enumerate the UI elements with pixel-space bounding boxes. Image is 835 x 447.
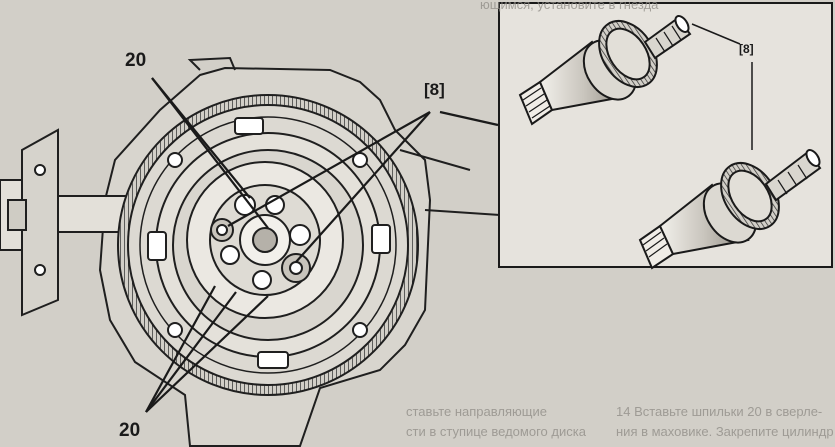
input-shaft <box>0 128 131 317</box>
background-text-bottom-right-2: ния в маховике. Закрепите цилиндр <box>616 424 834 439</box>
background-text-bottom-left: ставьте направляющие <box>406 404 547 419</box>
bolt-callout-top: 20 <box>125 50 147 71</box>
bolt-callout-bottom: 20 <box>119 420 141 441</box>
callout-leaders <box>145 77 499 413</box>
guide-tool-upper <box>518 15 692 126</box>
inset-callout-leaders <box>691 23 753 150</box>
background-text-bottom-right: 14 Вставьте шпильки 20 в сверле- <box>616 404 823 419</box>
background-text-bottom-left-2: сти в ступице ведомого диска <box>406 424 586 439</box>
tool-callout-main: [8] <box>424 80 445 99</box>
housing-bracket <box>187 56 501 216</box>
tool-callout-inset: [8] <box>739 42 754 56</box>
background-text-top: ющимся, установите в гнезда <box>480 0 659 12</box>
guide-pins <box>210 218 311 283</box>
guide-tool-lower <box>638 149 822 270</box>
